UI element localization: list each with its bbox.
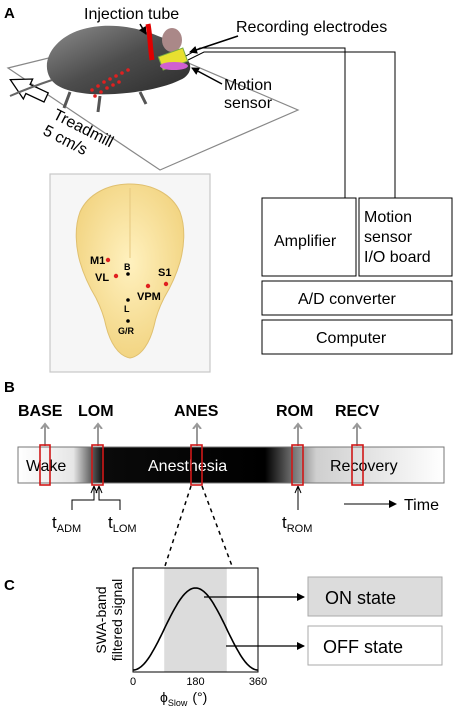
equipment-boxes: Amplifier Motion sensor I/O board A/D co… [261,197,453,355]
x-tick-label: 360 [249,676,267,688]
state-bar [17,446,445,484]
time-markers [71,485,302,510]
c-ylabel-2: filtered signal [109,579,125,662]
brain-site-dots [105,257,169,323]
on-state-label: ON state [325,588,396,608]
x-tick-label: 0 [130,676,136,688]
recording-electrodes-label: Recording electrodes [236,19,387,36]
motion-sensor-label-1: Motion [224,77,272,94]
panel-a-label: A [4,5,15,22]
electrode-dots [90,68,130,98]
io-board-label-1: Motion [364,209,412,226]
computer-label: Computer [316,330,387,347]
t-rom-label: tROM [282,513,312,535]
marker-arrows [45,424,357,446]
site-vl: VL [95,272,109,284]
injection-tube-arrow [138,23,147,35]
bar-anesthesia: Anesthesia [148,458,227,475]
off-state-box [307,625,443,666]
site-b: B [124,262,131,272]
amplifier-box [261,197,357,277]
swa-curve [132,587,259,671]
zoom-lines [164,485,233,567]
x-tick-label: 180 [186,676,204,688]
c-xlabel: ϕSlow(°) [160,689,207,708]
site-l: L [124,304,130,314]
marker-anes: ANES [174,403,219,420]
io-board-box [358,197,453,277]
epoch-windows [39,444,364,486]
t-adm-label: tADM [52,513,81,535]
on-phase-shading [164,568,227,672]
site-m1: M1 [90,255,105,267]
ad-converter-label: A/D converter [298,291,396,308]
motion-sensor-arrow [191,67,223,85]
marker-base: BASE [18,403,63,420]
cables [185,47,396,198]
c-ylabel-1: SWA-band [93,586,109,653]
site-s1: S1 [158,267,171,279]
amplifier-label: Amplifier [274,233,337,250]
on-state-box [307,576,443,617]
mouse-ear-icon [162,28,182,52]
ad-converter-box [261,280,453,316]
io-board-label-2: sensor [364,229,413,246]
plot-frame [132,567,259,673]
phase-plot: 0 180 360 [130,567,267,688]
marker-recv: RECV [335,403,380,420]
electrode-connector-icon [157,47,189,71]
marker-rom: ROM [276,403,313,420]
site-vpm: VPM [137,291,161,303]
io-board-label-3: I/O board [364,249,431,266]
t-lom-label: tLOM [108,513,137,535]
marker-lom: LOM [78,403,114,420]
site-gr: G/R [118,326,135,336]
injection-tube-label: Injection tube [84,6,179,23]
brain-inset: M1 VL B S1 VPM L G/R [49,173,211,373]
injection-tube-icon [145,23,155,61]
treadmill-arrow-icon [9,78,50,103]
bar-wake: Wake [26,458,66,475]
mouse-image [9,23,191,113]
computer-box [261,319,453,355]
marker-labels: BASE LOM ANES ROM RECV [18,403,380,420]
time-label: Time [404,497,439,514]
motion-sensor-label-2: sensor [224,95,273,112]
off-state-label: OFF state [323,637,403,657]
panel-c-label: C [4,577,15,594]
panel-b-label: B [4,379,15,396]
